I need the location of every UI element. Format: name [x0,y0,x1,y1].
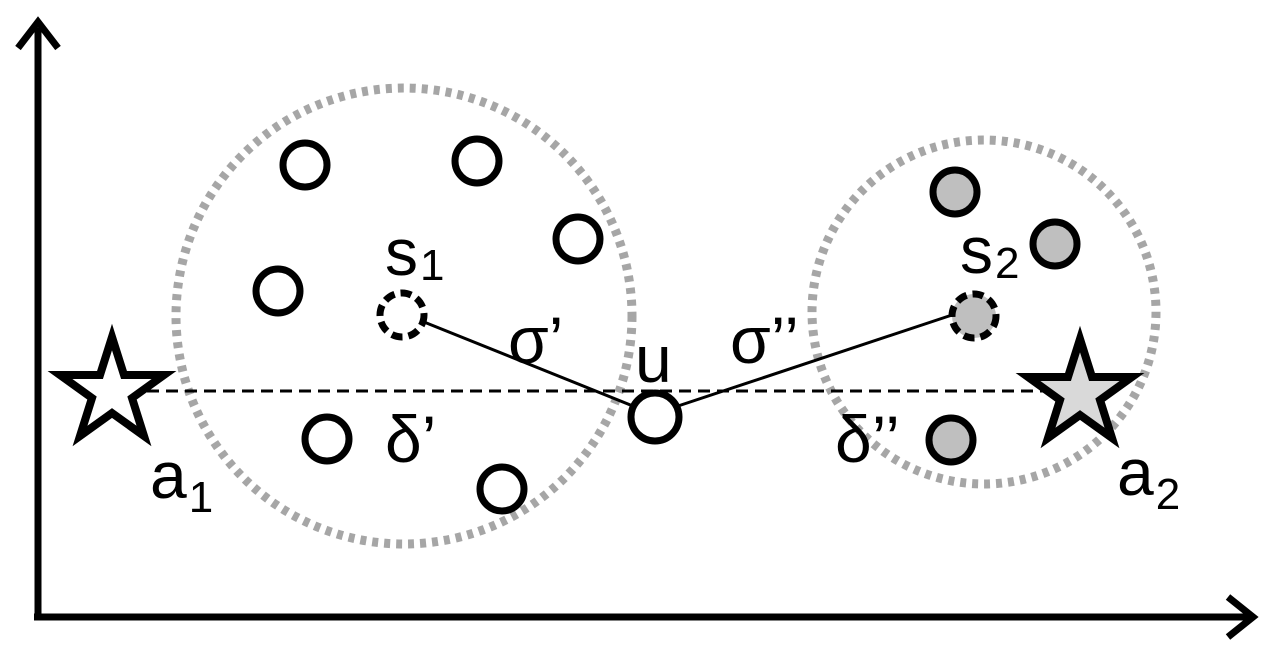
point-grey [1029,218,1081,270]
left-cluster-points [252,135,604,515]
line-s1-u [423,320,639,410]
line-u-s2 [671,313,953,410]
point-s1-center [376,289,428,341]
label-delta-double-prime: δ’’ [835,402,900,476]
axes [15,16,1259,640]
label-u: u [635,322,672,396]
x-axis-arrowhead [1225,594,1259,640]
point-white [451,135,503,187]
point-grey [925,414,977,466]
cluster-ring-left [171,83,637,549]
y-axis-arrowhead [15,16,61,51]
label-s1: s1 [385,215,444,290]
point-white [301,413,353,465]
right-cluster-points [925,166,1081,466]
point-white [476,463,528,515]
point-white [552,213,604,265]
cluster-ring-right [807,135,1161,489]
label-a2: a2 [1117,435,1180,519]
point-white [252,265,304,317]
point-s2-center [948,290,1000,342]
star-a2-icon [1015,325,1145,449]
star-a1-icon [47,323,177,447]
point-grey [929,166,981,218]
label-sigma-prime: σ’ [508,303,563,377]
label-sigma-double-prime: σ’’ [730,303,799,377]
point-white [279,139,331,191]
label-s2: s2 [960,213,1019,288]
label-a1: a1 [150,438,213,522]
label-delta-prime: δ’ [385,402,436,476]
point-u [627,389,683,445]
